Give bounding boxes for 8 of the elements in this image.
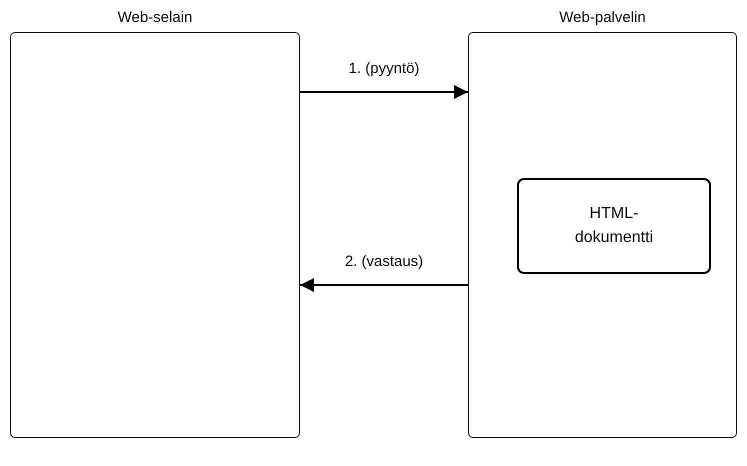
box-heading: Web-palvelin — [559, 9, 646, 26]
box-heading: Web-selain — [118, 9, 192, 26]
process-box — [517, 178, 711, 274]
arrow — [300, 278, 468, 292]
edge-label: 1. (pyyntö) — [348, 60, 420, 77]
edge-label: 2. (vastaus) — [344, 253, 424, 270]
arrow — [300, 85, 468, 99]
box-label: HTML-dokumentti — [574, 204, 654, 248]
